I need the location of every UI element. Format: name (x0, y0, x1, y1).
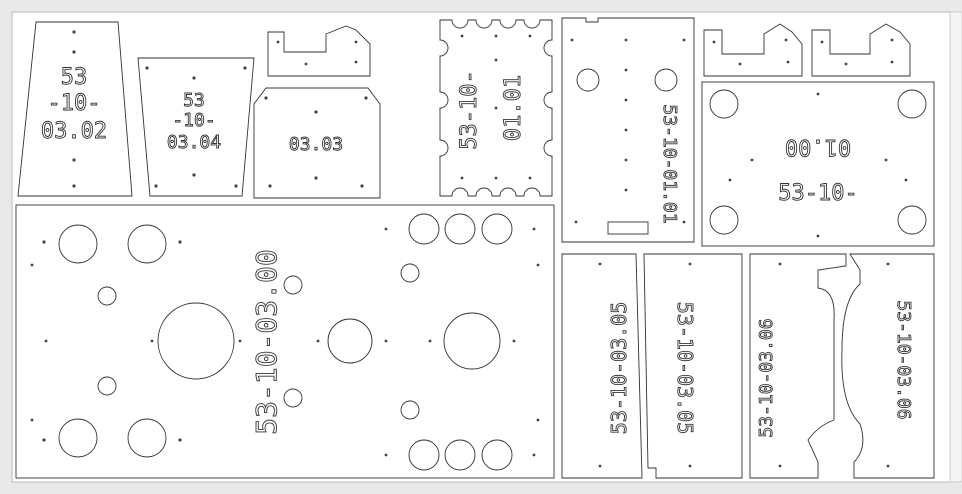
part-notched-label-b: 01.01 (501, 75, 526, 141)
part-03-02[interactable]: 53 -10- 03.02 (17, 21, 133, 197)
side-strip-3[interactable]: 53-10-03.06 (749, 253, 847, 479)
bracket-part-1[interactable] (267, 25, 371, 77)
part-notched-label-a: 53-10- (457, 70, 482, 149)
side-strip-4-label: 53-10-03.06 (893, 300, 914, 419)
bracket-part-2[interactable] (703, 23, 803, 77)
sheet (11, 11, 951, 483)
part-03-00-label: 53-10-03.00 (250, 249, 283, 434)
side-strip-2[interactable]: 53-10-03.05 (643, 253, 743, 479)
part-01-00-label-b: 53-10- (778, 181, 857, 206)
part-01-00-plate[interactable]: 01.00 53-10- (701, 81, 935, 247)
part-03-02-label-2: -10- (48, 91, 101, 116)
part-03-04[interactable]: 53 -10- 03.04 (137, 57, 255, 197)
side-strip-1[interactable]: 53-10-03.05 (561, 253, 643, 479)
part-01-01-plate[interactable]: 53-10-01.01 (561, 17, 695, 243)
side-strip-3-label: 53-10-03.06 (756, 318, 777, 437)
part-03-00-main-plate[interactable]: 53-10-03.00 (15, 204, 555, 479)
part-03-04-label-1: 53 (183, 90, 205, 111)
side-strip-2-label: 53-10-03.05 (673, 302, 697, 434)
part-03-03-label: 03.03 (289, 134, 343, 155)
part-01-01-label: 53-10-01.01 (659, 104, 680, 223)
part-03-04-label-2: -10- (172, 110, 215, 131)
part-03-04-label-3: 03.04 (167, 132, 221, 153)
side-strip-4[interactable]: 53-10-03.06 (841, 253, 935, 479)
part-notched-board[interactable]: 53-10- 01.01 (439, 19, 553, 197)
vertical-scrollbar[interactable] (949, 11, 962, 483)
part-03-03[interactable]: 03.03 (253, 87, 381, 199)
side-strip-1-label: 53-10-03.05 (607, 302, 631, 434)
part-03-02-label-3: 03.02 (41, 119, 107, 144)
part-01-00-label-a: 01.00 (785, 134, 851, 159)
part-03-02-label-1: 53 (61, 65, 88, 90)
bracket-part-3[interactable] (811, 23, 911, 77)
